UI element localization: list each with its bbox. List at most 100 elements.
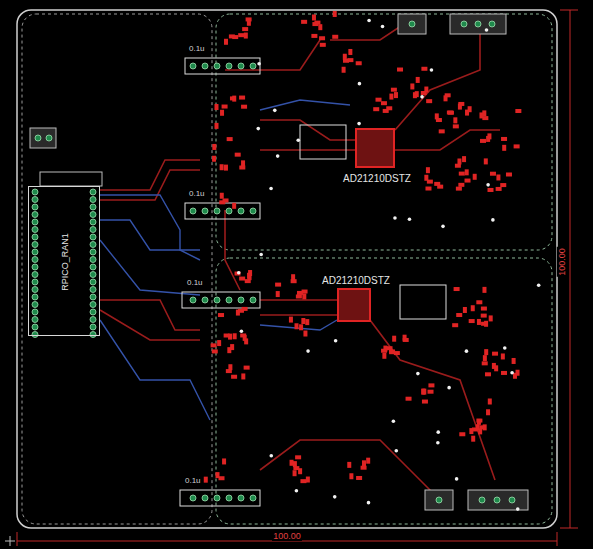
smd-pad: [482, 110, 486, 116]
smd-pad: [211, 343, 217, 347]
via: [367, 501, 371, 505]
smd-pad: [490, 172, 496, 176]
smd-pad: [383, 109, 389, 113]
trace-group: [100, 100, 350, 420]
smd-pad: [469, 319, 475, 323]
smd-pad: [439, 129, 445, 133]
smd-pad: [318, 24, 322, 30]
origin-mark: [5, 536, 15, 546]
smd-pad: [235, 272, 241, 276]
smd-pad: [332, 35, 338, 39]
smd-pad: [471, 305, 475, 311]
smd-pad: [486, 409, 490, 415]
smd-pad: [236, 310, 240, 316]
smd-pad: [500, 183, 506, 187]
smd-pad: [301, 20, 307, 24]
smd-pad: [320, 43, 326, 47]
smd-pad: [233, 333, 237, 339]
smd-pad: [484, 321, 488, 327]
smd-pad: [502, 145, 506, 151]
smd-pad: [476, 419, 482, 423]
smd-pad: [482, 116, 488, 120]
through-hole-pin: [238, 495, 244, 501]
smd-pad: [220, 110, 224, 116]
via: [465, 349, 469, 353]
smd-pad: [428, 383, 434, 387]
smd-pad: [482, 361, 488, 365]
smd-pad: [300, 479, 306, 483]
smd-pad: [366, 458, 370, 464]
smd-pad: [241, 373, 245, 379]
smd-pad: [435, 113, 439, 119]
smd-pad: [227, 347, 231, 353]
smd-pad: [473, 174, 477, 180]
module-footprint: RPICO_RAN1: [28, 186, 100, 336]
smd-pad: [465, 169, 469, 175]
via: [436, 441, 440, 445]
trace: [100, 300, 200, 330]
smd-pad: [454, 287, 460, 291]
smd-pad: [463, 307, 467, 313]
smd-pad: [426, 99, 432, 103]
through-hole-pin: [409, 21, 415, 27]
smd-pad: [230, 96, 236, 100]
terminal-block: [468, 490, 528, 510]
trace: [260, 440, 440, 500]
through-hole-pin: [35, 135, 41, 141]
through-hole-pin: [90, 234, 96, 240]
smd-pad: [479, 425, 485, 429]
smd-pad: [228, 364, 232, 370]
smd-pad: [468, 106, 472, 112]
trace: [225, 40, 320, 70]
smd-pad: [305, 319, 309, 325]
smd-pad: [222, 458, 226, 464]
pin-group: [32, 21, 515, 503]
component-value: 0.1u: [188, 44, 206, 53]
smd-pad: [301, 318, 305, 324]
component-value: 0.1u: [186, 278, 204, 287]
smd-pad: [501, 371, 507, 375]
smd-pad: [291, 279, 297, 283]
smd-pad: [426, 167, 430, 173]
through-hole-pin: [32, 219, 38, 225]
dimension-tick: [557, 532, 558, 546]
through-hole-pin: [90, 227, 96, 233]
smd-pad: [224, 39, 228, 45]
smd-pad: [241, 160, 245, 166]
through-hole-pin: [226, 297, 232, 303]
smd-pad: [456, 187, 462, 191]
module-name: RPICO_RAN1: [60, 232, 70, 292]
smd-pad: [480, 139, 486, 143]
via: [416, 372, 420, 376]
via: [273, 109, 277, 113]
trace: [260, 320, 337, 330]
smd-pad: [459, 432, 465, 436]
via: [447, 386, 451, 390]
through-hole-pin: [250, 208, 256, 214]
smd-pad: [421, 67, 427, 71]
smd-pad: [204, 477, 208, 483]
smd-pad: [514, 144, 520, 148]
smd-pad: [391, 88, 397, 92]
trace: [100, 310, 200, 340]
terminal-block: [450, 14, 506, 34]
via: [486, 183, 490, 187]
smd-pad: [481, 314, 487, 318]
trace: [100, 220, 200, 250]
smd-pad: [293, 470, 297, 476]
trace: [225, 210, 240, 290]
smd-pad: [289, 317, 293, 323]
smd-pad: [356, 476, 362, 480]
through-hole-pin: [32, 317, 38, 323]
through-hole-pin: [202, 208, 208, 214]
smd-pad: [392, 336, 396, 342]
smd-pad: [476, 424, 480, 430]
trace: [260, 149, 355, 151]
through-hole-pin: [32, 227, 38, 233]
trace: [395, 25, 480, 130]
through-hole-pin: [32, 257, 38, 263]
through-hole-pin: [226, 495, 232, 501]
through-hole-pin: [90, 302, 96, 308]
through-hole-pin: [214, 63, 220, 69]
